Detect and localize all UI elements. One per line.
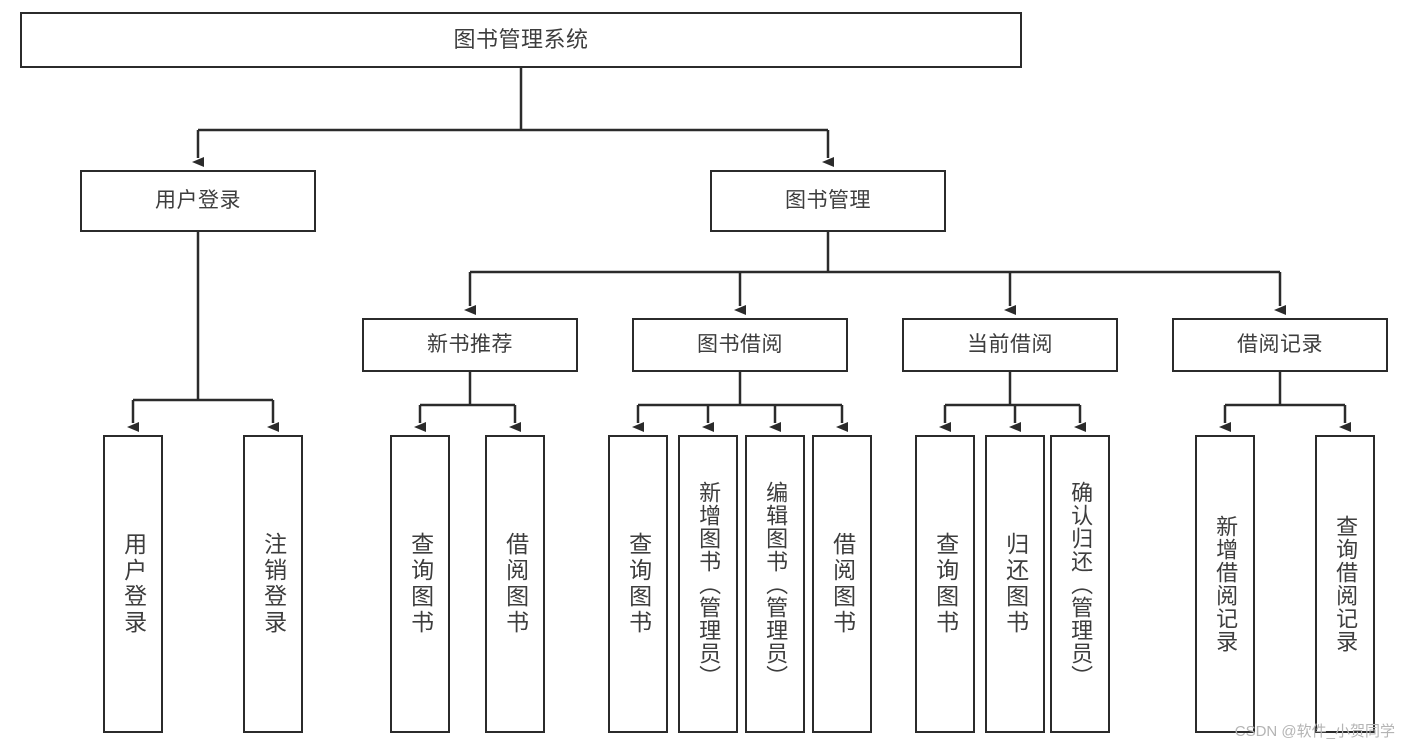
node-leaf-5[interactable]: 查询图书 [608,435,668,733]
node-leaf-6[interactable]: 新增图书（管理员） [678,435,738,733]
node-leaf-10-label: 归还图书 [1002,532,1029,636]
node-leaf-13-label: 查询借阅记录 [1333,515,1359,653]
node-root-system-label: 图书管理系统 [453,27,589,53]
node-leaf-7[interactable]: 编辑图书（管理员） [745,435,805,733]
node-leaf-2-label: 注销登录 [260,532,287,636]
node-leaf-9[interactable]: 查询图书 [915,435,975,733]
node-leaf-2[interactable]: 注销登录 [243,435,303,733]
node-leaf-8[interactable]: 借阅图书 [812,435,872,733]
node-module-2-label: 图书管理 [785,188,871,212]
node-module-1-label: 用户登录 [155,188,241,212]
node-leaf-13[interactable]: 查询借阅记录 [1315,435,1375,733]
node-submodule-4[interactable]: 借阅记录 [1172,318,1388,372]
node-leaf-11-label: 确认归还（管理员） [1068,480,1094,688]
node-leaf-4-label: 借阅图书 [502,532,529,636]
watermark-text: CSDN @软件_小贺同学 [1234,723,1395,740]
node-leaf-9-label: 查询图书 [932,532,959,636]
node-submodule-1-label: 新书推荐 [427,332,513,356]
node-leaf-1[interactable]: 用户登录 [103,435,163,733]
node-leaf-7-label: 编辑图书（管理员） [763,480,789,688]
node-submodule-1[interactable]: 新书推荐 [362,318,578,372]
node-leaf-8-label: 借阅图书 [829,532,856,636]
node-submodule-2-label: 图书借阅 [697,332,783,356]
node-module-2[interactable]: 图书管理 [710,170,946,232]
node-module-1[interactable]: 用户登录 [80,170,316,232]
node-submodule-4-label: 借阅记录 [1237,332,1323,356]
node-leaf-12[interactable]: 新增借阅记录 [1195,435,1255,733]
node-leaf-10[interactable]: 归还图书 [985,435,1045,733]
node-leaf-3-label: 查询图书 [407,532,434,636]
node-submodule-2[interactable]: 图书借阅 [632,318,848,372]
node-root-system[interactable]: 图书管理系统 [20,12,1022,68]
node-leaf-1-label: 用户登录 [120,532,147,636]
node-leaf-4[interactable]: 借阅图书 [485,435,545,733]
node-leaf-5-label: 查询图书 [625,532,652,636]
node-submodule-3-label: 当前借阅 [967,332,1053,356]
node-leaf-3[interactable]: 查询图书 [390,435,450,733]
node-submodule-3[interactable]: 当前借阅 [902,318,1118,372]
node-leaf-6-label: 新增图书（管理员） [696,480,722,688]
node-leaf-11[interactable]: 确认归还（管理员） [1050,435,1110,733]
node-leaf-12-label: 新增借阅记录 [1213,515,1239,653]
